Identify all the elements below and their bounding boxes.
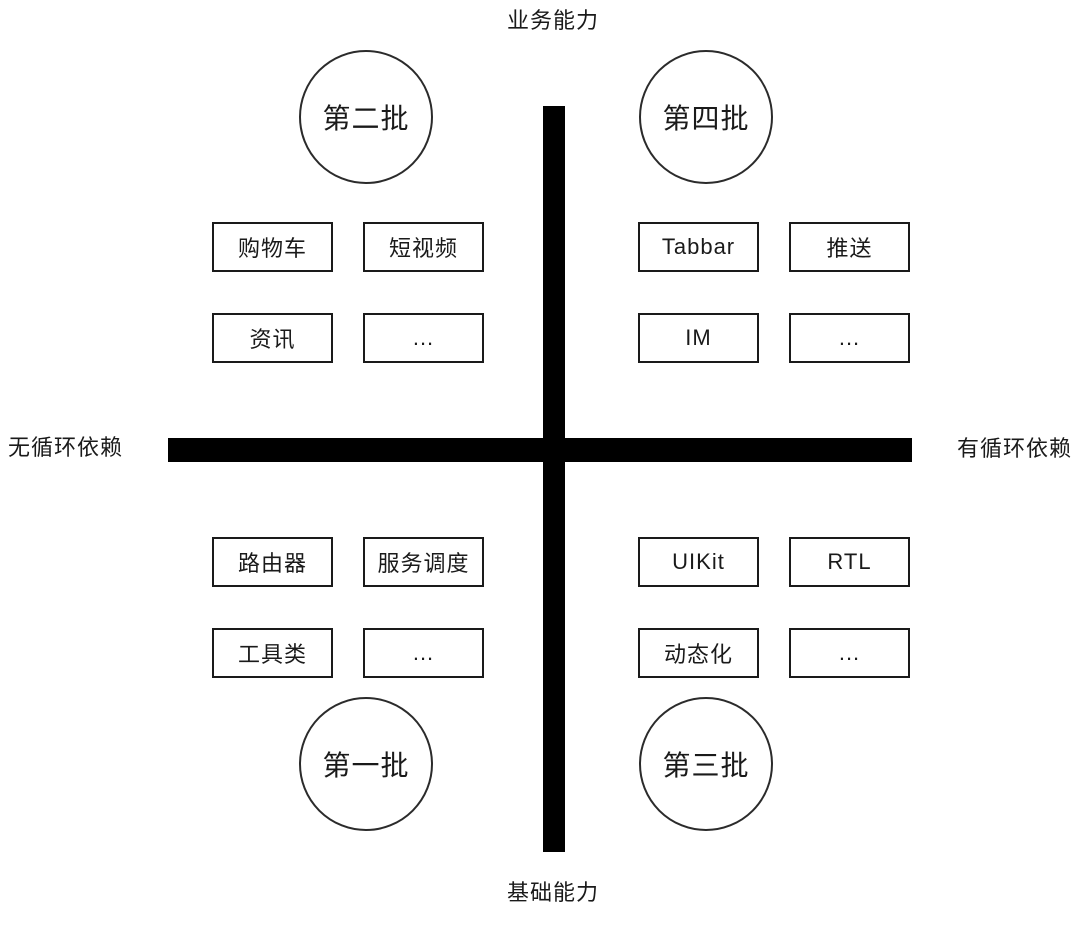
module-box-im: IM xyxy=(638,313,759,363)
quadrant-bottom-left-boxes: 路由器 服务调度 工具类 ... xyxy=(212,537,484,678)
module-box-dynamic: 动态化 xyxy=(638,628,759,678)
module-box-service-dispatch: 服务调度 xyxy=(363,537,484,587)
horizontal-axis-line xyxy=(168,438,912,462)
quadrant-top-right-boxes: Tabbar 推送 IM ... xyxy=(638,222,910,363)
module-box-rtl: RTL xyxy=(789,537,910,587)
axis-label-bottom: 基础能力 xyxy=(506,880,600,905)
batch-circle-second: 第二批 xyxy=(299,50,433,184)
batch-circle-first: 第一批 xyxy=(299,697,433,831)
module-box-ellipsis: ... xyxy=(789,313,910,363)
module-box-tabbar: Tabbar xyxy=(638,222,759,272)
module-box-ellipsis: ... xyxy=(363,313,484,363)
module-box-short-video: 短视频 xyxy=(363,222,484,272)
axis-label-left: 无循环依赖 xyxy=(8,435,124,460)
batch-circle-first-label: 第一批 xyxy=(322,750,410,781)
module-box-shopping-cart: 购物车 xyxy=(212,222,333,272)
batch-circle-second-label: 第二批 xyxy=(322,103,410,134)
module-box-ellipsis: ... xyxy=(363,628,484,678)
module-box-ellipsis: ... xyxy=(789,628,910,678)
module-box-uikit: UIKit xyxy=(638,537,759,587)
module-box-utils: 工具类 xyxy=(212,628,333,678)
axis-label-right: 有循环依赖 xyxy=(957,436,1073,461)
quadrant-top-left-boxes: 购物车 短视频 资讯 ... xyxy=(212,222,484,363)
axis-label-top: 业务能力 xyxy=(506,8,600,33)
batch-circle-fourth: 第四批 xyxy=(639,50,773,184)
quadrant-bottom-right-boxes: UIKit RTL 动态化 ... xyxy=(638,537,910,678)
module-box-news: 资讯 xyxy=(212,313,333,363)
batch-circle-fourth-label: 第四批 xyxy=(662,103,750,134)
vertical-axis-line xyxy=(543,106,565,852)
batch-circle-third-label: 第三批 xyxy=(662,750,750,781)
batch-circle-third: 第三批 xyxy=(639,697,773,831)
module-box-push: 推送 xyxy=(789,222,910,272)
module-box-router: 路由器 xyxy=(212,537,333,587)
